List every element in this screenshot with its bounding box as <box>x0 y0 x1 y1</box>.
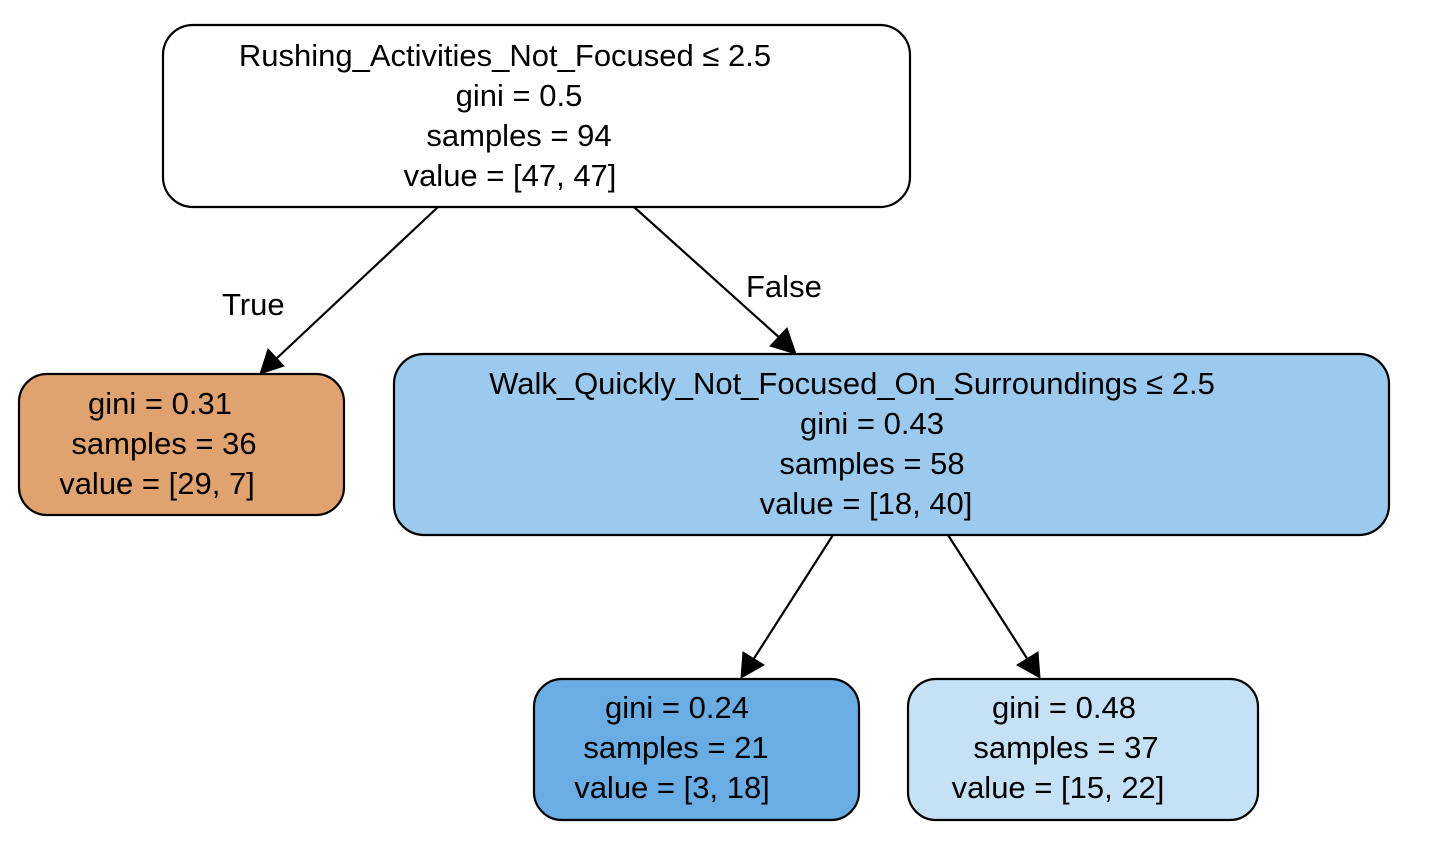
node-root-line-4: value = [47, 47] <box>404 158 617 193</box>
node-root-box <box>161 23 912 209</box>
node-leaf-left-2-line-3: value = [3, 18] <box>574 770 770 805</box>
edge-split-to-leaf-right <box>947 534 1041 679</box>
node-leaf-right-2-line-1: gini = 0.48 <box>992 690 1136 725</box>
node-right-split-line-4: value = [18, 40] <box>760 486 973 521</box>
node-root-line-3: samples = 94 <box>426 118 611 153</box>
edge-root-to-right-split <box>633 206 797 355</box>
edge-root-to-left-leaf <box>259 206 439 375</box>
node-right-split: Walk_Quickly_Not_Focused_On_Surroundings… <box>392 352 1391 537</box>
node-right-split-line-1: Walk_Quickly_Not_Focused_On_Surroundings… <box>489 366 1215 401</box>
node-leaf-right-2: gini = 0.48 samples = 37 value = [15, 22… <box>906 677 1260 822</box>
node-left-leaf-line-2: samples = 36 <box>71 426 256 461</box>
node-leaf-left-2-box <box>532 677 861 822</box>
node-leaf-right-2-box <box>906 677 1260 822</box>
node-leaf-right-2-line-2: samples = 37 <box>973 730 1158 765</box>
node-leaf-right-2-line-3: value = [15, 22] <box>952 770 1165 805</box>
arrowhead-icon <box>259 348 285 375</box>
arrowhead-icon <box>740 651 765 679</box>
node-leaf-left-2-line-1: gini = 0.24 <box>605 690 749 725</box>
edge-label-false: False <box>746 269 822 304</box>
node-root-line-1: Rushing_Activities_Not_Focused ≤ 2.5 <box>239 38 771 73</box>
node-right-split-line-3: samples = 58 <box>779 446 964 481</box>
node-root-line-2: gini = 0.5 <box>456 78 583 113</box>
node-left-leaf: gini = 0.31 samples = 36 value = [29, 7] <box>17 372 346 517</box>
node-leaf-left-2-line-2: samples = 21 <box>583 730 768 765</box>
node-left-leaf-line-3: value = [29, 7] <box>59 466 255 501</box>
node-left-leaf-box <box>17 372 346 517</box>
edge-split-to-leaf-left <box>740 534 834 679</box>
arrowhead-icon <box>1016 651 1041 679</box>
node-right-split-line-2: gini = 0.43 <box>800 406 944 441</box>
edge-label-true: True <box>222 287 285 322</box>
node-root: Rushing_Activities_Not_Focused ≤ 2.5 gin… <box>161 23 912 209</box>
node-right-split-box <box>392 352 1391 537</box>
node-leaf-left-2: gini = 0.24 samples = 21 value = [3, 18] <box>532 677 861 822</box>
arrowhead-icon <box>769 327 797 355</box>
node-left-leaf-line-1: gini = 0.31 <box>88 386 232 421</box>
